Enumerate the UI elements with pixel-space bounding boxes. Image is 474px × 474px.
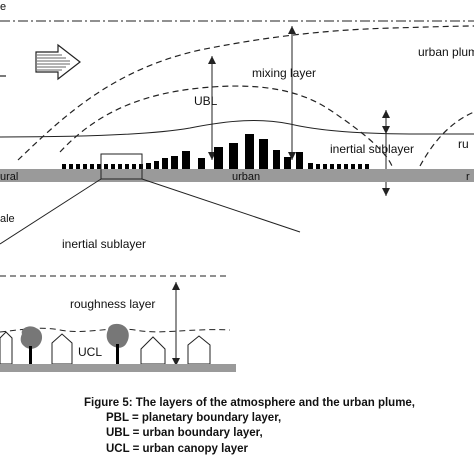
caption-ucl: UCL = urban canopy layer [106, 442, 248, 455]
urban-buildings [171, 134, 303, 169]
wind-arrow-icon [35, 43, 81, 81]
label-inertial-sublayer-top: inertial sublayer [330, 142, 414, 156]
caption-ubl: UBL = urban boundary layer, [106, 427, 263, 440]
label-rural-left: ural [0, 171, 18, 183]
label-urban-plume: urban plum [418, 45, 474, 59]
house-4 [187, 335, 211, 365]
zoom-box [100, 153, 143, 180]
rural-plume-dashed-curve [419, 111, 474, 167]
label-inertial-sublayer-bottom: inertial sublayer [62, 237, 146, 251]
house-3 [140, 336, 166, 365]
label-scale-left: ale [0, 213, 15, 225]
house-1 [0, 331, 13, 365]
ubl-boundary [59, 85, 393, 167]
figure-caption: Figure 5: The layers of the atmosphere a… [84, 396, 474, 457]
urban-plume-boundary [17, 25, 474, 161]
tree-2-icon [106, 323, 129, 364]
label-ucl: UCL [78, 345, 102, 359]
zoom-line-right [141, 178, 301, 233]
zoom-line-left [0, 178, 102, 245]
label-ubl: UBL [194, 94, 218, 108]
label-rural-right: r [466, 171, 470, 183]
ground-band-bottom [0, 364, 236, 372]
inertial-sublayer-line [0, 120, 474, 138]
house-2 [51, 333, 73, 365]
label-top-left: e [0, 1, 6, 13]
label-roughness-layer: roughness layer [70, 297, 155, 311]
rural-small-buildings [62, 158, 369, 169]
label-urban: urban [232, 171, 260, 183]
tree-1-icon [20, 326, 43, 364]
label-mixing-layer: mixing layer [252, 66, 316, 80]
houses [0, 331, 211, 365]
caption-title: Figure 5: The layers of the atmosphere a… [84, 397, 416, 409]
label-rural-right-upper: ru [458, 137, 469, 151]
caption-pbl: PBL = planetary boundary layer, [106, 412, 282, 425]
